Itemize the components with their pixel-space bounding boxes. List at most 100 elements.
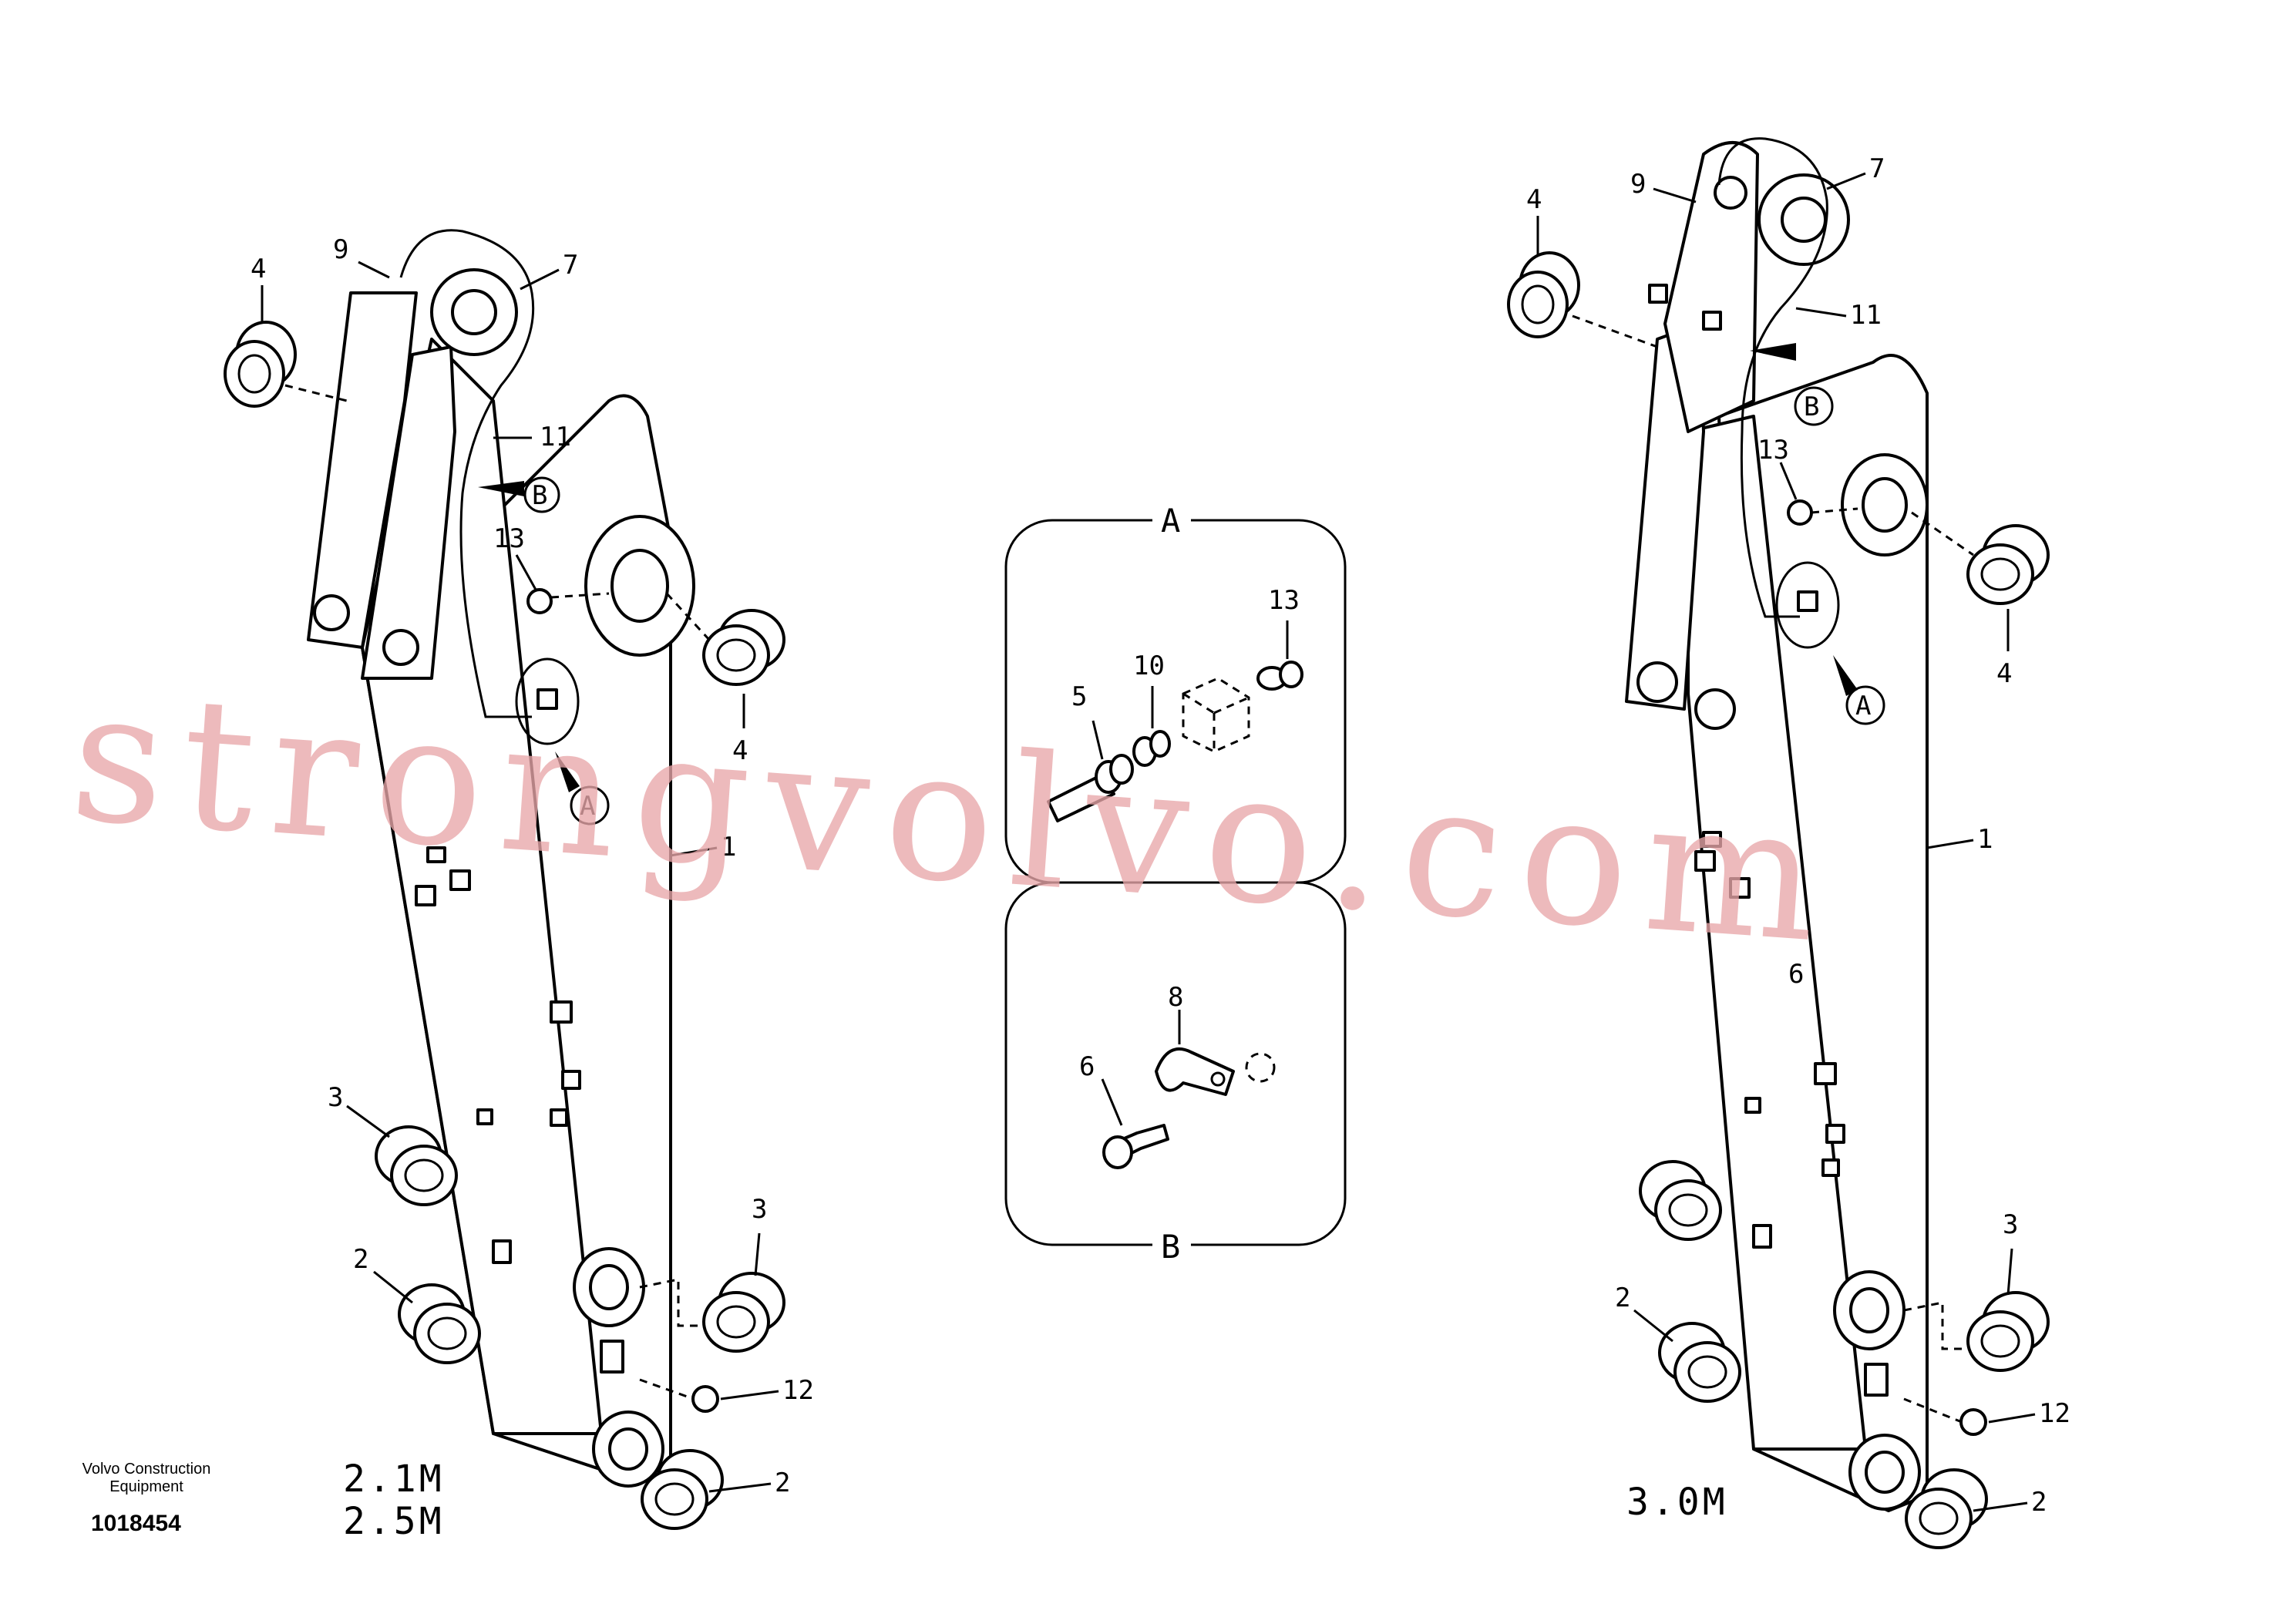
- callout-left-2: 2: [353, 1244, 368, 1275]
- arm-right-top-bore: [1781, 197, 1827, 243]
- arm-left-fitting-6: [550, 1108, 568, 1127]
- callout-right-a: A: [1855, 691, 1871, 721]
- dash-left-4-right: [665, 592, 711, 641]
- callout-left-3: 3: [328, 1082, 343, 1113]
- arm-left-cylinder-bore: [610, 549, 669, 623]
- arm-left: [307, 229, 695, 1488]
- dash-right-4-top: [1572, 314, 1658, 348]
- detail-a-block: [1182, 677, 1250, 753]
- callout-left-13: 13: [493, 523, 525, 554]
- arm-right-fitting-6: [1814, 1062, 1837, 1085]
- detail-b-label: B: [1161, 1228, 1180, 1266]
- arrow-right-a: [1833, 655, 1858, 696]
- callout-left-4-top: 4: [251, 254, 266, 284]
- arm-left-lever-2: [361, 345, 456, 680]
- arm-left-fitting-5: [561, 1070, 581, 1090]
- left-callouts: 4 9 7 11 B 13 4 A 1 3 2 3 12 2: [251, 234, 814, 1498]
- detail-a-callout-13: 13: [1268, 585, 1300, 616]
- arm-left-lever: [307, 291, 418, 649]
- detail-b-dashed-nut: [1245, 1052, 1276, 1083]
- dash-left-3-right: [639, 1278, 701, 1327]
- arm-right-fitting-2: [1702, 311, 1722, 331]
- detail-a-nut-2: [1109, 754, 1134, 785]
- arm-left-fitting-8: [492, 1239, 512, 1264]
- arm-left-fitting-4: [550, 1000, 573, 1024]
- arrow-left-a: [555, 751, 580, 792]
- bushing-right-3-left: [1639, 1160, 1722, 1241]
- brand-line-2: Equipment: [109, 1478, 183, 1495]
- arm-left-lower-lever-hole-2: [382, 629, 419, 666]
- bushing-left-2: [398, 1283, 481, 1364]
- callout-left-a: A: [580, 791, 595, 822]
- detail-b-clamp: [1155, 1047, 1235, 1096]
- arm-right-hose: [1717, 137, 1828, 618]
- arm-left-hose: [399, 229, 535, 718]
- arm-right-fitting-9: [1821, 1158, 1840, 1177]
- fitting-right-12: [1959, 1408, 1987, 1436]
- callout-right-7: 7: [1869, 153, 1885, 184]
- dash-right-3: [1903, 1301, 1966, 1350]
- arm-left-fitting-7: [476, 1108, 493, 1125]
- arm-right-lever-hole: [1636, 661, 1678, 703]
- arm-left-lower-bore: [589, 1264, 629, 1310]
- arm-right-grease-plate: [1775, 561, 1840, 649]
- callout-right-b: B: [1804, 392, 1819, 422]
- arm-right-lower-slot: [1864, 1363, 1889, 1397]
- arm-right-fitting-1: [1648, 284, 1668, 304]
- arm-right-fitting-4: [1694, 850, 1716, 872]
- dash-left-12: [639, 1378, 695, 1400]
- arm-right-fitting-8: [1825, 1124, 1845, 1144]
- arm-right-fitting-5: [1729, 877, 1751, 899]
- detail-b-callout-6: 6: [1079, 1051, 1095, 1082]
- bushing-right-3-right: [1966, 1291, 2050, 1372]
- arm-left-fitting-3: [415, 885, 436, 906]
- bushing-left-3-right: [702, 1272, 785, 1353]
- callout-left-3-right: 3: [752, 1194, 767, 1225]
- arm-right-grease-block: [1797, 590, 1818, 612]
- bushing-left-2-bottom: [641, 1449, 724, 1530]
- callout-left-1: 1: [721, 832, 736, 862]
- arm-right-bottom-bore: [1865, 1451, 1905, 1494]
- arm-left-lower-lever-hole: [313, 594, 350, 631]
- callout-right-11: 11: [1850, 300, 1882, 331]
- dash-left-13: [550, 592, 610, 599]
- arm-right: [1625, 137, 1929, 1512]
- bushing-right-2-left: [1658, 1322, 1741, 1403]
- arm-left-bottom-bore: [608, 1427, 648, 1471]
- callout-right-1: 1: [1977, 824, 1993, 855]
- arm-left-lower-slot: [600, 1340, 624, 1374]
- arm-right-fitting-10: [1752, 1224, 1772, 1249]
- size-label-2-5m: 2.5M: [343, 1500, 445, 1543]
- dash-left-4-top: [284, 384, 348, 402]
- arm-left-fitting-2: [449, 869, 471, 891]
- right-callouts: 9 7 4 11 B 13 A 4 1 6 3 2 12 2: [1526, 153, 2070, 1518]
- fitting-left-13: [526, 588, 553, 614]
- callout-right-12: 12: [2039, 1398, 2070, 1429]
- arrow-left-b: [478, 481, 524, 496]
- bushing-right-2-bottom: [1905, 1468, 1988, 1549]
- callout-right-6: 6: [1788, 959, 1804, 990]
- arm-left-fitting-1: [426, 846, 446, 863]
- arm-right-lever-hole-2: [1694, 688, 1736, 730]
- bushing-right-4-right: [1966, 524, 2050, 605]
- arm-right-cylinder-bore: [1862, 477, 1908, 533]
- callout-left-12: 12: [782, 1375, 814, 1406]
- right-bushings: [1507, 251, 2050, 1549]
- arm-right-fork-hole: [1714, 176, 1747, 210]
- bushing-left-3: [375, 1125, 458, 1206]
- arm-right-fitting-7: [1744, 1097, 1761, 1114]
- callout-right-9: 9: [1630, 169, 1646, 200]
- callout-left-b: B: [532, 480, 547, 511]
- size-label-3-0m: 3.0M: [1626, 1481, 1728, 1524]
- callout-right-4-right: 4: [1996, 658, 2012, 689]
- left-bushings: [224, 321, 785, 1530]
- arm-left-grease-block: [536, 688, 558, 710]
- bushing-left-4-right: [702, 609, 785, 686]
- watermark: strongvolvo.com: [65, 651, 1841, 983]
- brand-line-1: Volvo Construction: [82, 1461, 211, 1478]
- callout-left-9: 9: [333, 234, 348, 265]
- detail-a-label: A: [1161, 502, 1180, 540]
- dash-right-12: [1903, 1397, 1963, 1424]
- size-label-2-1m: 2.1M: [343, 1458, 445, 1501]
- document-number: 1018454: [91, 1511, 181, 1536]
